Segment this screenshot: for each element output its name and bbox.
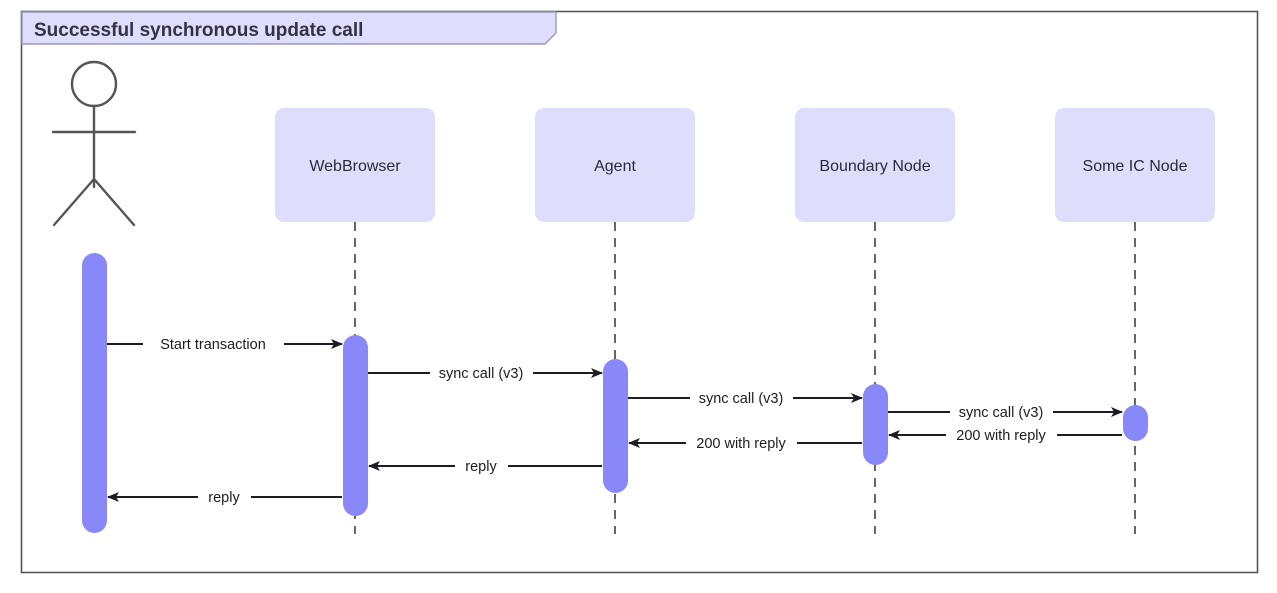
message-label: reply — [208, 490, 240, 506]
frame-title-banner — [21, 11, 557, 45]
actor-head-icon — [70, 60, 118, 108]
message-label: sync call (v3) — [959, 405, 1044, 421]
message-reply-webbrowser-actor: reply — [107, 486, 342, 508]
activation-webbrowser — [343, 335, 368, 516]
participant-label: Some IC Node — [1083, 158, 1188, 175]
participant-webbrowser[interactable]: WebBrowser — [275, 108, 435, 222]
message-200-with-reply-boundary-agent: 200 with reply — [628, 432, 862, 454]
message-reply-agent-webbrowser: reply — [368, 455, 602, 477]
message-label: 200 with reply — [956, 428, 1046, 444]
message-label-bg — [430, 362, 533, 384]
diagram-frame-border — [20, 10, 1259, 574]
participant-agent[interactable]: Agent — [535, 108, 695, 222]
message-label-bg — [455, 455, 508, 477]
message-label: Start transaction — [160, 337, 266, 353]
actor-leg-right — [92, 177, 136, 227]
participant-box[interactable] — [535, 108, 695, 222]
actor-figure — [51, 60, 137, 227]
message-200-with-reply-icnode-boundary: 200 with reply — [888, 424, 1122, 446]
participant-box[interactable] — [1055, 108, 1215, 222]
participant-box[interactable] — [275, 108, 435, 222]
message-label: 200 with reply — [696, 436, 786, 452]
activation-actor — [82, 253, 107, 533]
activation-some-ic-node — [1123, 405, 1148, 441]
message-label-bg — [686, 432, 797, 454]
message-sync-call-agent-boundary: sync call (v3) — [628, 387, 863, 409]
participant-label: Boundary Node — [819, 158, 930, 175]
participant-label: WebBrowser — [309, 158, 401, 175]
participant-label: Agent — [594, 158, 636, 175]
message-label: sync call (v3) — [439, 366, 524, 382]
message-label-bg — [950, 401, 1053, 423]
message-label-bg — [690, 387, 793, 409]
activation-agent — [603, 359, 628, 493]
participant-boundary-node[interactable]: Boundary Node — [795, 108, 955, 222]
message-sync-call-boundary-icnode: sync call (v3) — [888, 401, 1123, 423]
participant-some-ic-node[interactable]: Some IC Node — [1055, 108, 1215, 222]
actor-leg-left — [52, 177, 96, 227]
message-sync-call-webbrowser-agent: sync call (v3) — [368, 362, 603, 384]
message-label-bg — [143, 333, 284, 355]
message-label-bg — [198, 486, 251, 508]
message-label: reply — [465, 459, 497, 475]
frame-title: Successful synchronous update call — [34, 20, 363, 41]
message-label-bg — [946, 424, 1057, 446]
participant-box[interactable] — [795, 108, 955, 222]
activation-boundary-node — [863, 384, 888, 465]
message-start-transaction: Start transaction — [107, 333, 343, 355]
message-label: sync call (v3) — [699, 391, 784, 407]
